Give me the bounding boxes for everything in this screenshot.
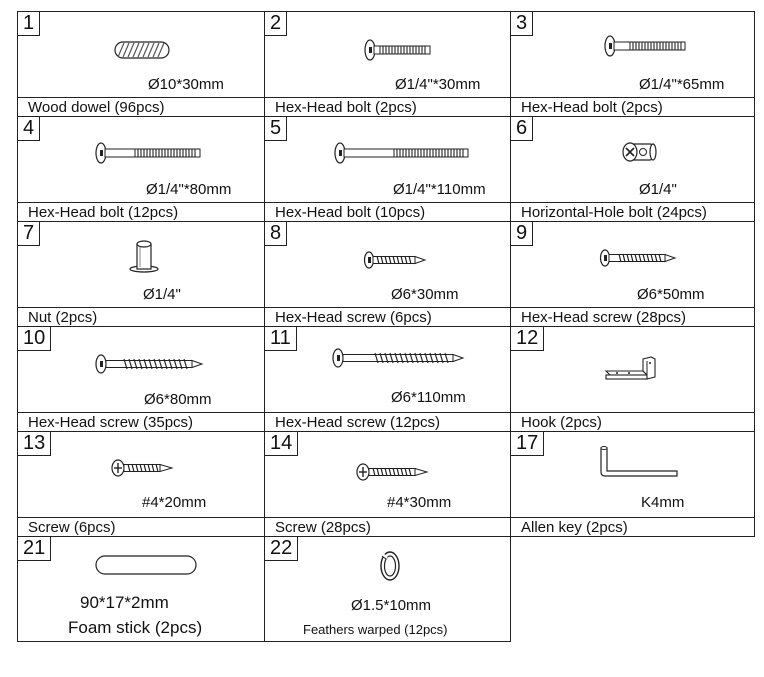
- hex-screw-icon: [363, 251, 427, 269]
- part-cell-5: 5 Ø1/4"*110mm Hex-Head bolt (10pcs): [264, 116, 511, 222]
- part-number: 5: [265, 117, 288, 141]
- hex-bolt-icon: [604, 35, 686, 57]
- part-number: 22: [265, 537, 299, 561]
- phillips-screw-icon: [111, 459, 174, 477]
- hex-screw-icon: [332, 348, 465, 368]
- part-number: 21: [18, 537, 52, 561]
- part-cell-8: 8 Ø6*30mm Hex-Head screw (6pcs): [264, 221, 511, 327]
- part-number: 4: [18, 117, 41, 141]
- part-name: Hook (2pcs): [511, 412, 754, 431]
- part-number: 14: [265, 432, 299, 456]
- hook-icon: [604, 356, 656, 380]
- hex-bolt-icon: [364, 39, 431, 61]
- part-cell-11: 11 Ø6*110mm Hex-Head screw (12pcs): [264, 326, 511, 432]
- part-name: Feathers warped (12pcs): [303, 622, 448, 637]
- part-number: 17: [511, 432, 545, 456]
- part-cell-3: 3 Ø1/4"*65mm Hex-Head bolt (2pcs): [510, 11, 755, 117]
- part-cell-14: 14 #4*30mm Screw (28pcs): [264, 431, 511, 537]
- part-number: 3: [511, 12, 534, 36]
- part-name: Hex-Head bolt (2pcs): [265, 97, 510, 116]
- part-cell-6: 6 Ø1/4" Horizontal-Hole bolt (24pcs): [510, 116, 755, 222]
- barrel-nut-icon: [622, 142, 657, 162]
- part-name: Allen key (2pcs): [511, 517, 754, 536]
- part-name: Foam stick (2pcs): [68, 618, 203, 637]
- part-name: Wood dowel (96pcs): [18, 97, 264, 116]
- part-spec: Ø6*30mm: [391, 286, 459, 303]
- part-name: Hex-Head screw (12pcs): [265, 412, 510, 431]
- part-spec: Ø1/4"*65mm: [639, 76, 725, 93]
- wood-dowel-icon: [114, 41, 170, 59]
- part-cell-7: 7 Ø1/4" Nut (2pcs): [17, 221, 265, 327]
- part-number: 2: [265, 12, 288, 36]
- part-spec: Ø1.5*10mm: [351, 597, 432, 614]
- part-spec: Ø1/4": [143, 286, 181, 303]
- part-cell-21: 21 90*17*2mm Foam stick (2pcs): [17, 536, 265, 642]
- allen-key-icon: [600, 446, 678, 477]
- hex-bolt-icon: [95, 142, 201, 164]
- foam-stick-icon: [95, 555, 197, 575]
- part-cell-2: 2 Ø1/4"*30mm Hex-Head bolt (2pcs): [264, 11, 511, 117]
- part-spec: Ø1/4"*110mm: [393, 181, 486, 198]
- part-spec: #4*30mm: [387, 494, 452, 511]
- hex-bolt-icon: [334, 142, 469, 164]
- part-number: 11: [265, 327, 297, 351]
- phillips-screw-icon: [356, 463, 429, 481]
- part-cell-10: 10 Ø6*80mm Hex-Head screw (35pcs): [17, 326, 265, 432]
- part-spec: Ø10*30mm: [148, 76, 224, 93]
- part-cell-4: 4 Ø1/4"*80mm Hex-Head bolt (12pcs): [17, 116, 265, 222]
- part-name: Screw (28pcs): [265, 517, 510, 536]
- part-spec: Ø6*50mm: [637, 286, 705, 303]
- part-cell-12: 12 Hook (2pcs): [510, 326, 755, 432]
- part-name: Screw (6pcs): [18, 517, 264, 536]
- nut-icon: [129, 240, 159, 273]
- hex-screw-icon: [95, 354, 204, 374]
- part-number: 1: [18, 12, 41, 36]
- part-cell-13: 13 #4*20mm Screw (6pcs): [17, 431, 265, 537]
- part-spec: 90*17*2mm: [80, 593, 169, 612]
- part-cell-9: 9 Ø6*50mm Hex-Head screw (28pcs): [510, 221, 755, 327]
- part-number: 12: [511, 327, 545, 351]
- part-name: Hex-Head screw (6pcs): [265, 307, 510, 326]
- part-spec: Ø1/4": [639, 181, 677, 198]
- part-name: Hex-Head bolt (10pcs): [265, 202, 510, 221]
- part-number: 6: [511, 117, 534, 141]
- part-cell-17: 17 K4mm Allen key (2pcs): [510, 431, 755, 537]
- part-number: 13: [18, 432, 52, 456]
- part-spec: Ø6*110mm: [391, 389, 466, 406]
- spring-washer-icon: [380, 551, 400, 581]
- hex-screw-icon: [599, 249, 677, 267]
- part-name: Hex-Head bolt (12pcs): [18, 202, 264, 221]
- part-name: Horizontal-Hole bolt (24pcs): [511, 202, 754, 221]
- part-name: Hex-Head screw (35pcs): [18, 412, 264, 431]
- part-number: 8: [265, 222, 288, 246]
- part-spec: Ø1/4"*80mm: [146, 181, 232, 198]
- part-cell-22: 22 Ø1.5*10mm Feathers warped (12pcs): [264, 536, 511, 642]
- part-spec: #4*20mm: [142, 494, 207, 511]
- part-number: 9: [511, 222, 534, 246]
- part-spec: K4mm: [641, 494, 685, 511]
- part-name: Nut (2pcs): [18, 307, 264, 326]
- part-name: Hex-Head screw (28pcs): [511, 307, 754, 326]
- part-spec: Ø6*80mm: [144, 391, 212, 408]
- part-number: 7: [18, 222, 41, 246]
- part-name: Hex-Head bolt (2pcs): [511, 97, 754, 116]
- part-number: 10: [18, 327, 52, 351]
- part-cell-1: 1 Ø10*30mm Wood dowel (96pcs): [17, 11, 265, 117]
- part-spec: Ø1/4"*30mm: [395, 76, 481, 93]
